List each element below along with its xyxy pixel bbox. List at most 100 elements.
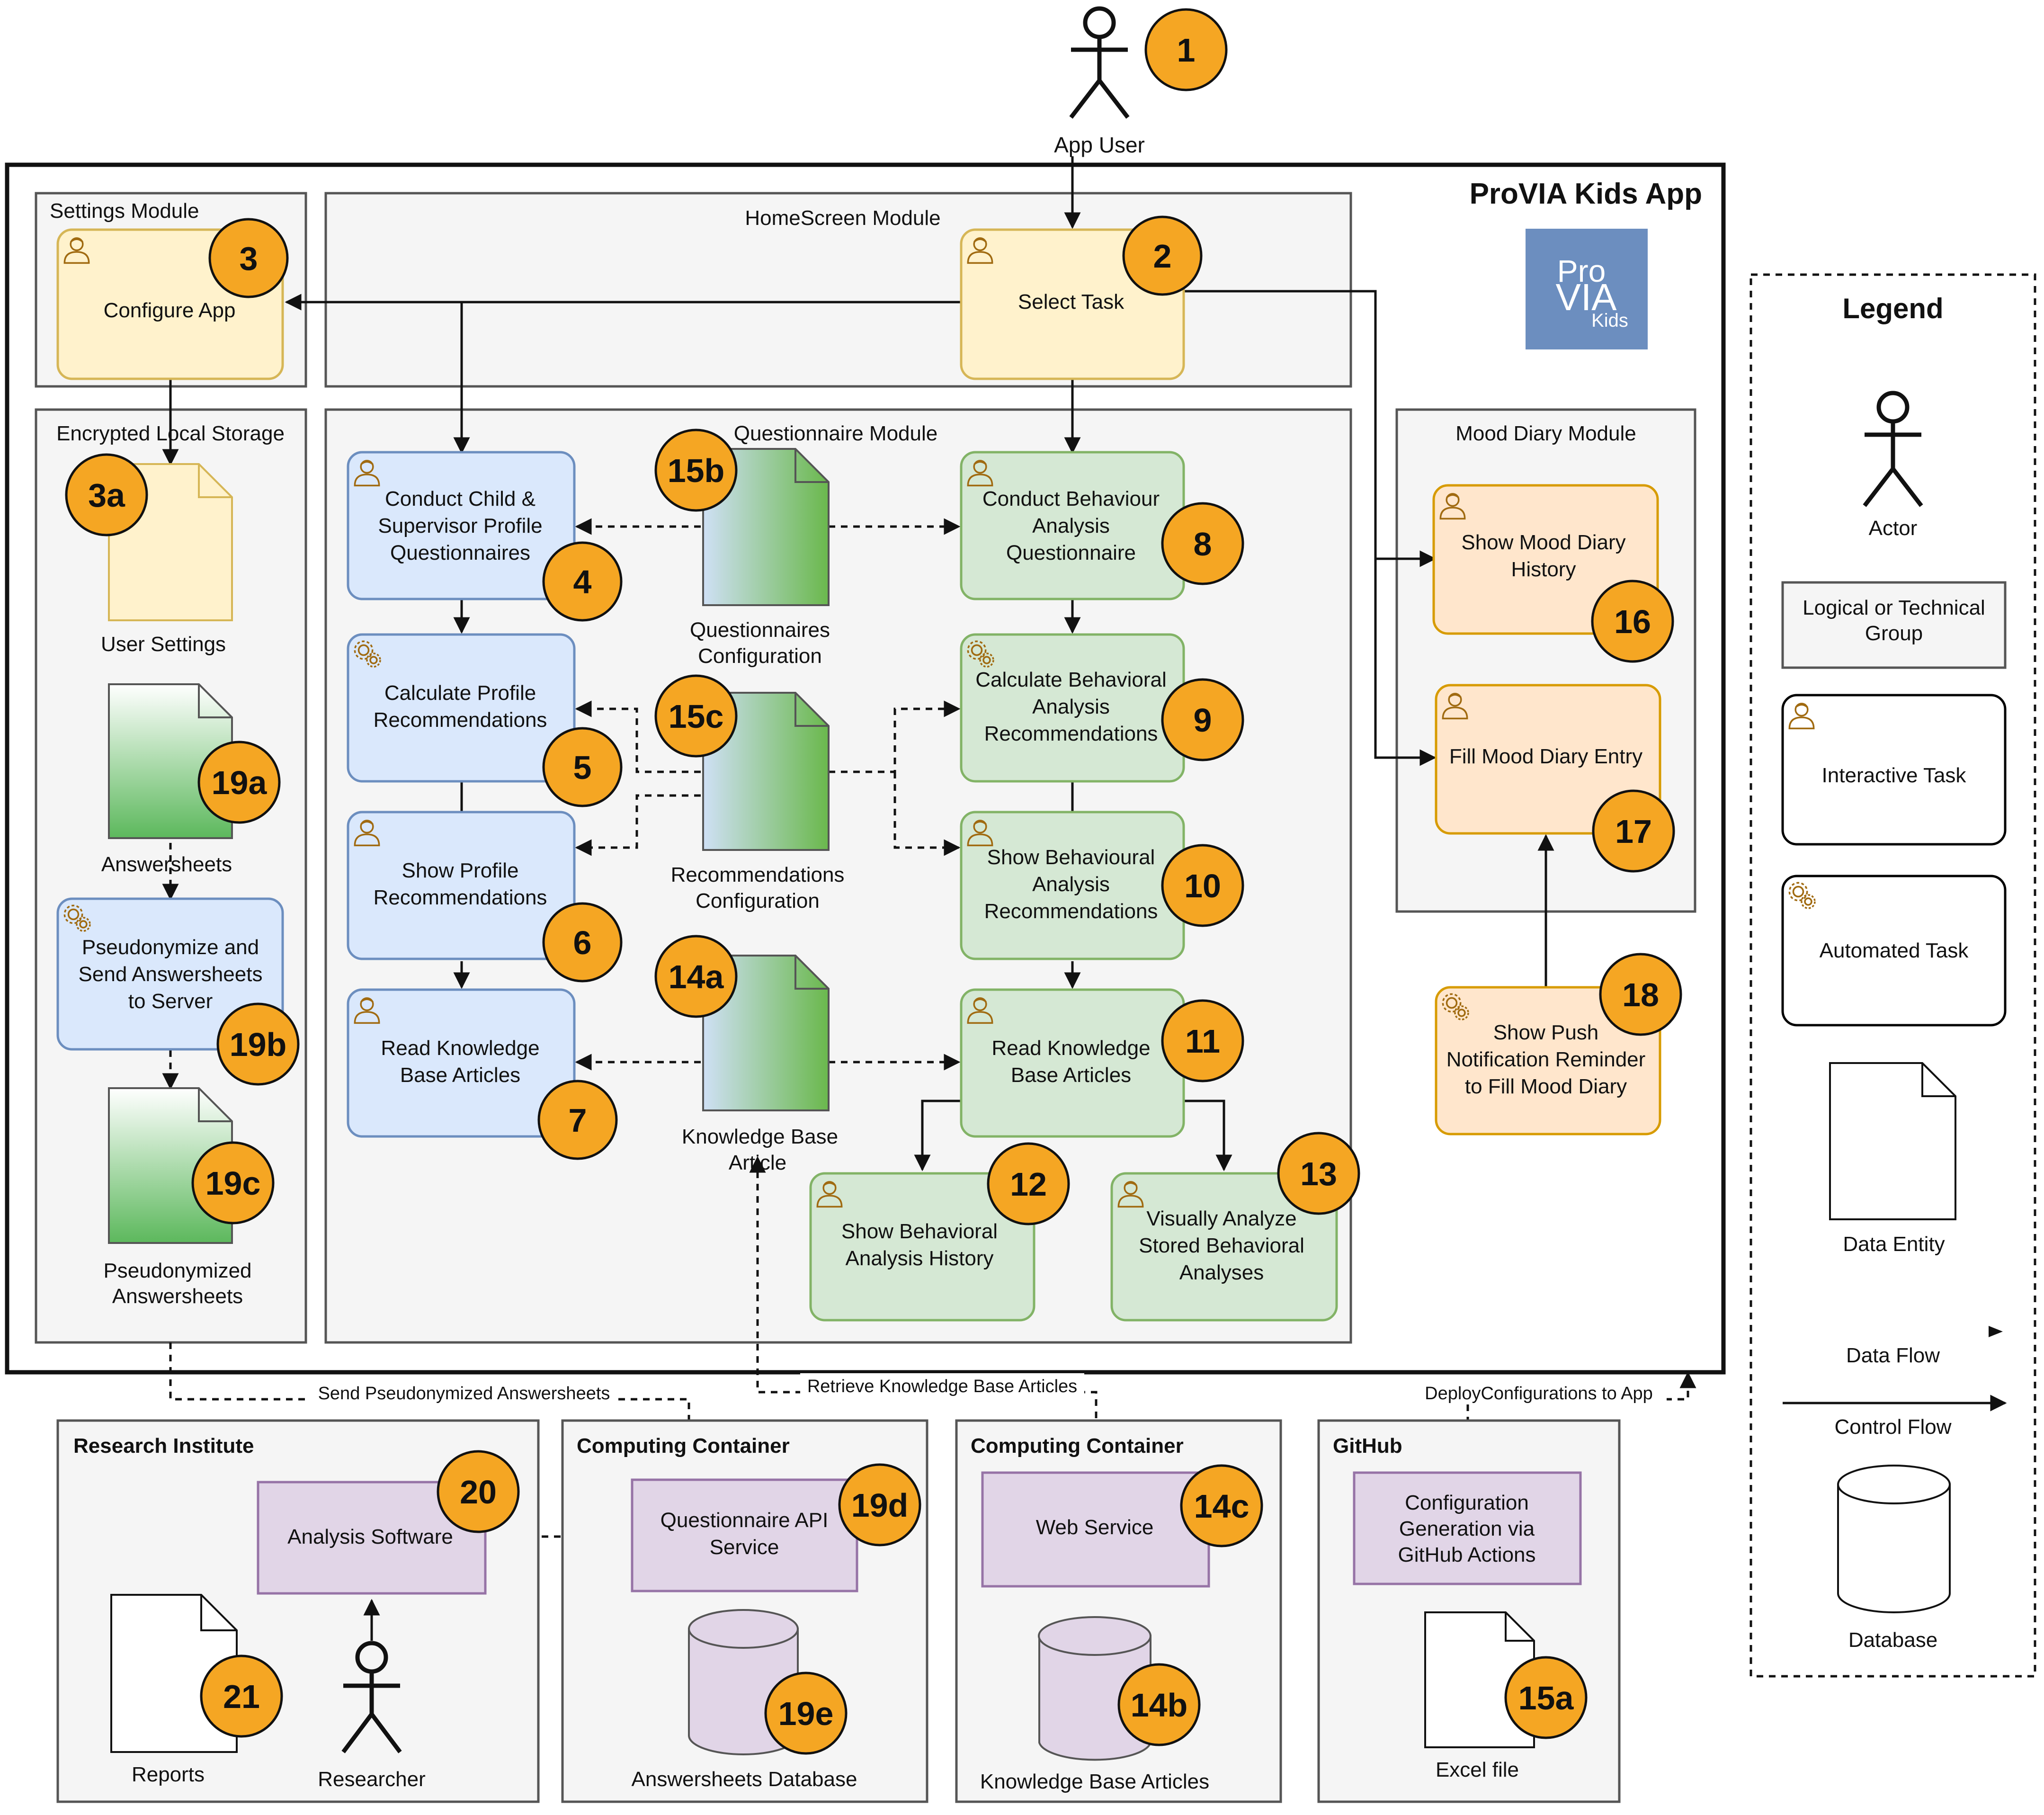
badge-15c: 15c	[654, 674, 738, 758]
task-pseudonymize-line-2: Send Answersheets	[79, 963, 263, 986]
task-read-kb-behavioral-line-1: Read Knowledge	[991, 1037, 1150, 1060]
task-show-behavioral-recs[interactable]: Show Behavioural Analysis Recommendation…	[960, 811, 1185, 960]
badge-11: 11	[1161, 999, 1244, 1082]
badge-1: 1	[1144, 8, 1228, 91]
svg-text:12: 12	[1010, 1166, 1047, 1203]
svg-text:20: 20	[460, 1474, 497, 1511]
task-calc-behavioral-recs[interactable]: Calculate Behavioral Analysis Recommenda…	[960, 633, 1185, 783]
svg-text:8: 8	[1194, 526, 1212, 563]
svg-text:19e: 19e	[778, 1695, 834, 1732]
task-config-generation-line-2: Generation via	[1399, 1517, 1535, 1540]
svg-text:14b: 14b	[1131, 1687, 1188, 1724]
task-show-profile-recs-line-1: Show Profile	[402, 859, 518, 882]
task-behavioral-history-line-1: Show Behavioral	[841, 1220, 998, 1243]
task-profile-questionnaires-line-3: Questionnaires	[390, 541, 530, 564]
task-read-kb-behavioral[interactable]: Read Knowledge Base Articles	[960, 988, 1185, 1138]
task-behaviour-questionnaire-line-3: Questionnaire	[1006, 541, 1136, 564]
svg-text:5: 5	[573, 749, 592, 786]
entity-excel-file-label: Excel file	[1436, 1758, 1519, 1781]
deploy-flow-label: DeployConfigurations to App	[1425, 1384, 1653, 1404]
task-calc-behavioral-recs-line-1: Calculate Behavioral	[975, 668, 1167, 691]
researcher-label: Researcher	[318, 1768, 425, 1791]
task-visual-analysis-line-3: Analyses	[1179, 1261, 1264, 1284]
svg-text:19d: 19d	[851, 1487, 909, 1524]
badge-9: 9	[1161, 678, 1244, 761]
badge-2: 2	[1122, 215, 1203, 296]
task-behaviour-questionnaire-line-2: Analysis	[1032, 514, 1110, 537]
send-label-bg	[310, 1380, 618, 1404]
task-behaviour-questionnaire-line-1: Conduct Behaviour	[982, 487, 1160, 510]
entity-answersheets-database-label: Answersheets Database	[632, 1768, 857, 1791]
retrieve-label-bg	[800, 1373, 1084, 1397]
svg-text:19a: 19a	[212, 764, 268, 801]
svg-text:11: 11	[1185, 1023, 1220, 1060]
legend-controlflow-label: Control Flow	[1835, 1415, 1952, 1439]
svg-text:4: 4	[573, 563, 592, 600]
entity-kb-database: Knowledge Base Articles	[980, 1616, 1209, 1793]
retrieve-flow-label: Retrieve Knowledge Base Articles	[807, 1377, 1077, 1396]
task-calc-profile-recs[interactable]: Calculate Profile Recommendations	[347, 633, 576, 783]
task-behaviour-questionnaire[interactable]: Conduct Behaviour Analysis Questionnaire	[960, 451, 1185, 600]
entity-questionnaires-config: Questionnaires Configuration	[690, 448, 830, 668]
logo-line-2: VIA	[1556, 276, 1617, 318]
svg-text:14c: 14c	[1194, 1488, 1250, 1525]
task-visual-analysis-line-1: Visually Analyze	[1146, 1207, 1296, 1230]
svg-text:19c: 19c	[205, 1165, 261, 1202]
task-read-kb-profile[interactable]: Read Knowledge Base Articles	[347, 988, 576, 1138]
task-questionnaire-api-line-2: Service	[710, 1536, 779, 1559]
badge-10: 10	[1161, 844, 1244, 927]
badge-20: 20	[437, 1450, 520, 1533]
task-behavioral-history-line-2: Analysis History	[846, 1247, 994, 1270]
task-show-profile-recs[interactable]: Show Profile Recommendations	[347, 811, 576, 960]
badge-14b: 14b	[1117, 1663, 1201, 1746]
legend-interactive-swatch	[1781, 694, 2007, 846]
legend: Legend Actor Logical or Technical Group …	[1749, 273, 2036, 1678]
entity-answersheets: Answersheets	[101, 683, 233, 876]
badge-16: 16	[1591, 580, 1674, 663]
task-profile-questionnaires[interactable]: Conduct Child & Supervisor Profile Quest…	[347, 451, 576, 600]
svg-text:3: 3	[240, 240, 258, 277]
svg-text:17: 17	[1615, 813, 1652, 850]
task-mood-history-line-2: History	[1511, 558, 1576, 581]
svg-text:9: 9	[1194, 702, 1212, 739]
entity-pseudonymized-line-2: Answersheets	[112, 1285, 243, 1308]
badge-12: 12	[987, 1142, 1070, 1225]
task-pseudonymize[interactable]: Pseudonymize and Send Answersheets to Se…	[56, 897, 284, 1051]
task-config-generation-line-1: Configuration	[1405, 1491, 1529, 1514]
task-behavioral-history[interactable]: Show Behavioral Analysis History	[809, 1172, 1035, 1322]
task-visual-analysis[interactable]: Visually Analyze Stored Behavioral Analy…	[1110, 1172, 1338, 1322]
task-read-kb-profile-line-1: Read Knowledge	[381, 1037, 539, 1060]
provia-logo: Pro VIA Kids	[1526, 229, 1648, 349]
badge-19e: 19e	[764, 1672, 848, 1755]
task-mood-entry-label: Fill Mood Diary Entry	[1449, 745, 1642, 768]
settings-module-label: Settings Module	[50, 199, 199, 223]
task-push-reminder[interactable]: Show Push Notification Reminder to Fill …	[1435, 986, 1661, 1135]
badge-18: 18	[1599, 953, 1682, 1036]
svg-text:21: 21	[223, 1678, 260, 1715]
task-mood-entry[interactable]: Fill Mood Diary Entry	[1435, 684, 1661, 835]
badge-13: 13	[1277, 1132, 1360, 1215]
legend-dataflow-label: Data Flow	[1846, 1344, 1940, 1367]
legend-interactive-label: Interactive Task	[1822, 764, 1967, 787]
badge-3: 3	[208, 218, 289, 298]
task-push-reminder-line-3: to Fill Mood Diary	[1465, 1075, 1627, 1098]
homescreen-module-label: HomeScreen Module	[745, 206, 940, 230]
svg-text:7: 7	[569, 1102, 587, 1139]
task-questionnaire-api[interactable]: Questionnaire API Service	[631, 1478, 858, 1592]
mood-module-label: Mood Diary Module	[1455, 422, 1636, 445]
app-user-label: App User	[1054, 133, 1145, 157]
legend-border	[1749, 273, 2036, 1678]
entity-user-settings-label: User Settings	[101, 633, 226, 656]
legend-actor-label: Actor	[1869, 517, 1918, 540]
legend-automated-label: Automated Task	[1820, 939, 1969, 962]
svg-text:2: 2	[1153, 238, 1172, 275]
task-web-service-label: Web Service	[1036, 1516, 1154, 1539]
entity-recommendations-config-line-1: Recommendations	[671, 863, 845, 886]
svg-text:1: 1	[1177, 32, 1196, 69]
task-config-generation[interactable]: Configuration Generation via GitHub Acti…	[1353, 1471, 1582, 1585]
badge-15a: 15a	[1504, 1656, 1588, 1739]
badge-5: 5	[542, 727, 623, 807]
github-label: GitHub	[1333, 1434, 1402, 1457]
task-web-service[interactable]: Web Service	[981, 1471, 1210, 1588]
